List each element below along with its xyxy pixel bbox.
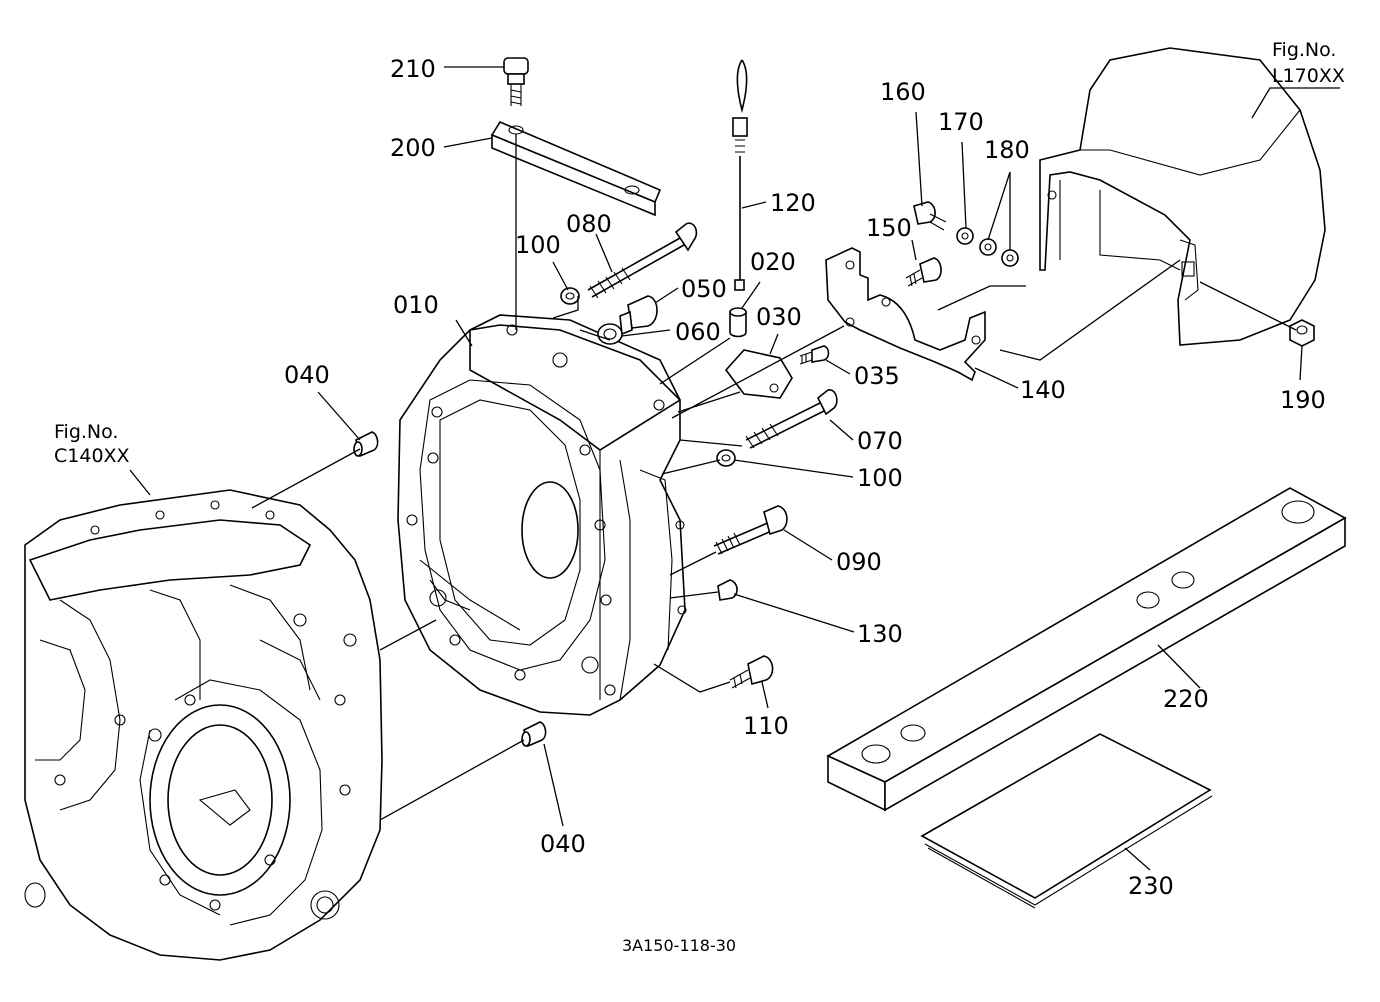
plug-050-drawing	[619, 295, 658, 336]
callout-010: 010	[393, 291, 439, 319]
callout-150: 150	[866, 214, 912, 242]
bolt-130-drawing	[717, 579, 738, 601]
callout-170: 170	[938, 108, 984, 136]
bolt-160-drawing	[913, 201, 947, 231]
callout-040b: 040	[540, 830, 586, 858]
callout-180: 180	[984, 136, 1030, 164]
plate-200-drawing	[490, 120, 662, 217]
callout-100a: 100	[515, 231, 561, 259]
nut-190-drawing	[1289, 319, 1315, 347]
callout-035: 035	[854, 362, 900, 390]
bolt-090-drawing	[713, 505, 788, 555]
main-housing-drawing	[397, 314, 687, 716]
ref-left-fig-number: C140XX	[54, 445, 130, 467]
figure-references: Fig.No. L170XX Fig.No. C140XX	[54, 39, 1345, 467]
ref-right-fig-number: L170XX	[1272, 65, 1345, 87]
callout-210: 210	[390, 55, 436, 83]
callout-090: 090	[836, 548, 882, 576]
callout-080: 080	[566, 210, 612, 238]
callout-020: 020	[750, 248, 796, 276]
sheet-230-drawing	[920, 733, 1213, 909]
callout-140: 140	[1020, 376, 1066, 404]
ref-left-fig-label: Fig.No.	[54, 421, 118, 443]
dipstick-120-drawing	[732, 59, 748, 291]
tube-020-drawing	[729, 307, 747, 338]
callout-labels: 210 200 100 080 120 050 020 010 060 030 …	[284, 55, 1326, 900]
bolt-150-drawing	[905, 257, 942, 287]
assembly-lines	[251, 134, 1297, 821]
drawbar-220-drawing	[826, 487, 1347, 812]
cover-030-drawing	[724, 349, 793, 399]
callout-070: 070	[857, 427, 903, 455]
transmission-case-drawing	[24, 489, 383, 961]
callout-230: 230	[1128, 872, 1174, 900]
seal-060-drawing	[597, 323, 623, 345]
bolt-080-drawing	[587, 222, 698, 299]
callout-110: 110	[743, 712, 789, 740]
callout-190: 190	[1280, 386, 1326, 414]
callout-160: 160	[880, 78, 926, 106]
bolt-070-drawing	[745, 389, 838, 449]
bolt-210-drawing	[503, 57, 529, 106]
leader-lines	[129, 66, 1340, 871]
callout-060: 060	[675, 318, 721, 346]
callout-040a: 040	[284, 361, 330, 389]
callout-030: 030	[756, 303, 802, 331]
callout-120: 120	[770, 189, 816, 217]
ref-right-fig-label: Fig.No.	[1272, 39, 1336, 61]
pin-040a-drawing	[353, 431, 379, 458]
drawing-code: 3A150-118-30	[622, 936, 736, 955]
washer-170-drawing	[956, 227, 974, 245]
cover-l170-drawing	[1039, 47, 1326, 346]
washer-100b-drawing	[716, 449, 736, 467]
bracket-140-drawing	[825, 247, 986, 382]
pin-040b-drawing	[521, 721, 547, 748]
callout-100b: 100	[857, 464, 903, 492]
washer-180-drawing	[979, 238, 1019, 267]
bolt-035-drawing	[799, 345, 830, 365]
callout-200: 200	[390, 134, 436, 162]
washer-100a-drawing	[560, 287, 580, 305]
bolt-110-drawing	[729, 655, 774, 689]
callout-220: 220	[1163, 685, 1209, 713]
callout-130: 130	[857, 620, 903, 648]
callout-050: 050	[681, 275, 727, 303]
